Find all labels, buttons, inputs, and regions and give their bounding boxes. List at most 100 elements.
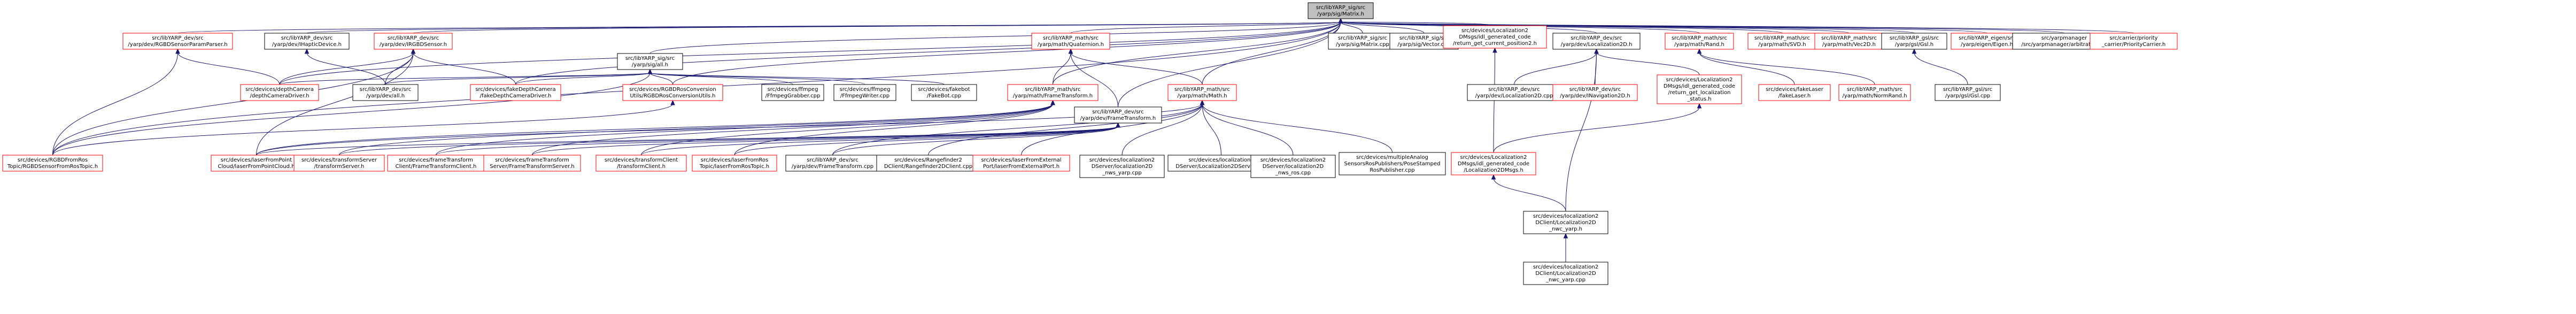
- graph-node-label: src/devices/laserFromPoint: [221, 157, 292, 163]
- graph-edge: [256, 103, 1053, 156]
- graph-node-n48[interactable]: src/devices/localization2DClient/Localiz…: [1523, 211, 1608, 234]
- graph-node-n3[interactable]: src/libYARP_dev/src/yarp/dev/IRGBDSensor…: [374, 33, 453, 50]
- graph-node-n32[interactable]: src/libYARP_gsl/src/yarp/gsl/Gsl.cpp: [1935, 84, 2001, 101]
- graph-node-n8[interactable]: src/devices/Localization2DMsgs/idl_gener…: [1443, 25, 1547, 49]
- graph-node-label: src/libYARP_dev/src: [152, 35, 203, 41]
- graph-node-label: /yarp/sig/Matrix.h: [1317, 11, 1364, 17]
- graph-node-label: src/devices/localization2: [1188, 157, 1254, 163]
- graph-edge: [339, 126, 1118, 156]
- graph-edge: [177, 21, 1341, 34]
- graph-node-n20[interactable]: src/devices/RGBDRosConversionUtils/RGBDR…: [622, 84, 723, 101]
- edges-layer: [52, 18, 2134, 262]
- graph-node-n39[interactable]: src/devices/laserFromRosTopic/laserFromR…: [692, 155, 777, 172]
- graph-node-n5[interactable]: src/libYARP_math/src/yarp/math/Quaternio…: [1031, 33, 1110, 50]
- graph-node-n10[interactable]: src/libYARP_math/src/yarp/math/Rand.h: [1665, 33, 1734, 50]
- graph-edge: [832, 126, 1118, 156]
- graph-node-n41[interactable]: src/devices/Rangefinder2DClient/Rangefin…: [876, 155, 980, 172]
- graph-node-label: /yarp/gsl/Gsl.h: [1895, 42, 1933, 48]
- graph-node-label: _nws_yarp.cpp: [1102, 170, 1142, 176]
- graph-node-label: src/devices/Localization2: [1461, 28, 1528, 34]
- graph-node-label: /yarp/math/Vec2D.h: [1822, 42, 1876, 48]
- graph-edge: [1053, 52, 1071, 85]
- graph-node-n17[interactable]: src/devices/depthCamera/depthCameraDrive…: [240, 84, 319, 101]
- graph-edge-arrowhead: [304, 48, 310, 54]
- graph-node-n26[interactable]: src/libYARP_dev/src/yarp/dev/FrameTransf…: [1074, 106, 1162, 124]
- graph-edge: [1699, 52, 1875, 85]
- graph-node-label: _nwc_yarp.h: [1549, 226, 1582, 232]
- graph-node-n46[interactable]: src/devices/multipleAnalogSensorsRosPubl…: [1339, 152, 1446, 175]
- graph-edge: [649, 72, 945, 85]
- graph-edge: [385, 72, 651, 85]
- graph-node-n23[interactable]: src/devices/fakebot/FakeBot.cpp: [911, 84, 977, 101]
- graph-node-n34[interactable]: src/devices/laserFromPointCloud/laserFro…: [211, 155, 302, 172]
- graph-node-n1[interactable]: src/libYARP_dev/src/yarp/dev/RGBDSensorP…: [122, 33, 233, 50]
- graph-node-n47[interactable]: src/devices/Localization2DMsgs/idl_gener…: [1451, 152, 1536, 175]
- graph-node-label: /yarp/dev/Localization2D.h: [1561, 42, 1633, 48]
- graph-node-label: /FfmpegWriter.cpp: [840, 93, 889, 99]
- graph-node-label: src/devices/fakeDepthCamera: [475, 87, 555, 93]
- graph-node-box: [1451, 152, 1536, 175]
- graph-node-box: [617, 53, 683, 70]
- graph-node-n11[interactable]: src/libYARP_math/src/yarp/math/SVD.h: [1747, 33, 1817, 50]
- graph-node-label: src/carrier/priority: [2109, 35, 2157, 41]
- graph-node-n37[interactable]: src/devices/frameTransformServer/FrameTr…: [483, 155, 581, 172]
- graph-edge: [1493, 51, 1495, 153]
- graph-node-label: /yarp/sig/Vector.cpp: [1397, 42, 1450, 48]
- graph-node-label: src/libYARP_math/src: [1025, 87, 1080, 93]
- graph-node-n14[interactable]: src/libYARP_eigen/src/yarp/eigen/Eigen.h: [1951, 33, 2023, 50]
- graph-edge-arrowhead: [1594, 48, 1599, 54]
- graph-edge: [52, 103, 673, 156]
- graph-node-box: [1665, 33, 1734, 50]
- graph-node-n12[interactable]: src/libYARP_math/src/yarp/math/Vec2D.h: [1814, 33, 1884, 50]
- graph-edge: [256, 52, 414, 156]
- graph-node-label: src/libYARP_math/src: [1174, 87, 1230, 93]
- graph-edge: [1202, 103, 1393, 153]
- graph-edge: [641, 103, 1053, 156]
- graph-node-n36[interactable]: src/devices/frameTransformClient/FrameTr…: [387, 155, 485, 172]
- graph-node-n6[interactable]: src/libYARP_sig/src/yarp/sig/Matrix.cpp: [1328, 33, 1397, 50]
- graph-node-n31[interactable]: src/libYARP_math/src/yarp/math/NormRand.…: [1838, 84, 1911, 101]
- graph-node-n40[interactable]: src/libYARP_dev/src/yarp/dev/FrameTransf…: [785, 155, 880, 172]
- graph-node-n22[interactable]: src/devices/ffmpeg/FfmpegWriter.cpp: [833, 84, 896, 101]
- graph-node-n19[interactable]: src/devices/fakeDepthCamera/fakeDepthCam…: [470, 84, 561, 101]
- graph-node-label: src/devices/localization2: [1089, 157, 1155, 163]
- graph-edge: [279, 52, 414, 85]
- graph-node-n4[interactable]: src/libYARP_sig/src/yarp/sig/all.h: [617, 53, 683, 70]
- graph-node-label: DServer/localization2D: [1092, 164, 1153, 170]
- graph-node-n2[interactable]: src/libYARP_dev/src/yarp/dev/IHapticDevi…: [264, 33, 350, 50]
- graph-node-label: src/libYARP_dev/src: [281, 35, 332, 41]
- graph-edge-arrowhead: [1491, 174, 1496, 180]
- graph-node-n45[interactable]: src/devices/localization2DServer/localiz…: [1250, 155, 1336, 178]
- graph-node-label: src/libYARP_gsl/src: [1943, 87, 1992, 93]
- graph-node-box: [833, 84, 896, 101]
- graph-edge: [1070, 21, 1341, 34]
- graph-node-n0[interactable]: src/libYARP_sig/src/yarp/sig/Matrix.h: [1308, 2, 1374, 19]
- graph-edge: [515, 72, 651, 85]
- graph-node-n24[interactable]: src/libYARP_math/src/yarp/math/FrameTran…: [1007, 84, 1099, 101]
- graph-node-label: /FfmpegGrabber.cpp: [765, 93, 821, 99]
- graph-node-label: src/libYARP_eigen/src: [1959, 35, 2015, 41]
- graph-node-n30[interactable]: src/devices/fakeLaser/fakeLaser.h: [1758, 84, 1831, 101]
- graph-node-n49[interactable]: src/devices/localization2DClient/Localiz…: [1523, 262, 1608, 285]
- graph-node-n27[interactable]: src/libYARP_dev/src/yarp/dev/Localizatio…: [1467, 84, 1561, 101]
- graph-node-label: DMsgs/idl_generated_code: [1458, 161, 1529, 167]
- graph-node-n28[interactable]: src/libYARP_dev/src/yarp/dev/INavigation…: [1552, 84, 1638, 101]
- graph-node-n38[interactable]: src/devices/transformClient/transformCli…: [595, 155, 687, 172]
- graph-node-box: [876, 155, 980, 172]
- graph-node-label: /yarp/math/Quaternion.h: [1038, 42, 1104, 48]
- graph-node-n35[interactable]: src/devices/transformServer/transformSer…: [293, 155, 385, 172]
- graph-node-n33[interactable]: src/devices/RGBDFromRosTopic/RGBDSensorF…: [2, 155, 103, 172]
- graph-node-n25[interactable]: src/libYARP_math/src/yarp/math/Math.h: [1167, 84, 1237, 101]
- graph-node-n13[interactable]: src/libYARP_gsl/src/yarp/gsl/Gsl.h: [1881, 33, 1947, 50]
- graph-edge: [1514, 52, 1597, 85]
- graph-node-box: [264, 33, 350, 50]
- graph-node-n42[interactable]: src/devices/laserFromExternalPort/laserF…: [972, 155, 1070, 172]
- graph-node-n16[interactable]: src/carrier/priority_carrier/PriorityCar…: [2090, 33, 2178, 50]
- graph-edge: [1596, 52, 1700, 75]
- graph-edge-arrowhead: [175, 48, 180, 54]
- graph-node-n29[interactable]: src/devices/Localization2DMsgs/idl_gener…: [1657, 74, 1742, 104]
- graph-node-n43[interactable]: src/devices/localization2DServer/localiz…: [1079, 155, 1165, 178]
- graph-node-n9[interactable]: src/libYARP_dev/src/yarp/dev/Localizatio…: [1552, 33, 1641, 50]
- graph-node-n21[interactable]: src/devices/ffmpeg/FfmpegGrabber.cpp: [761, 84, 824, 101]
- graph-node-n18[interactable]: src/libYARP_dev/src/yarp/dev/all.h: [352, 84, 419, 101]
